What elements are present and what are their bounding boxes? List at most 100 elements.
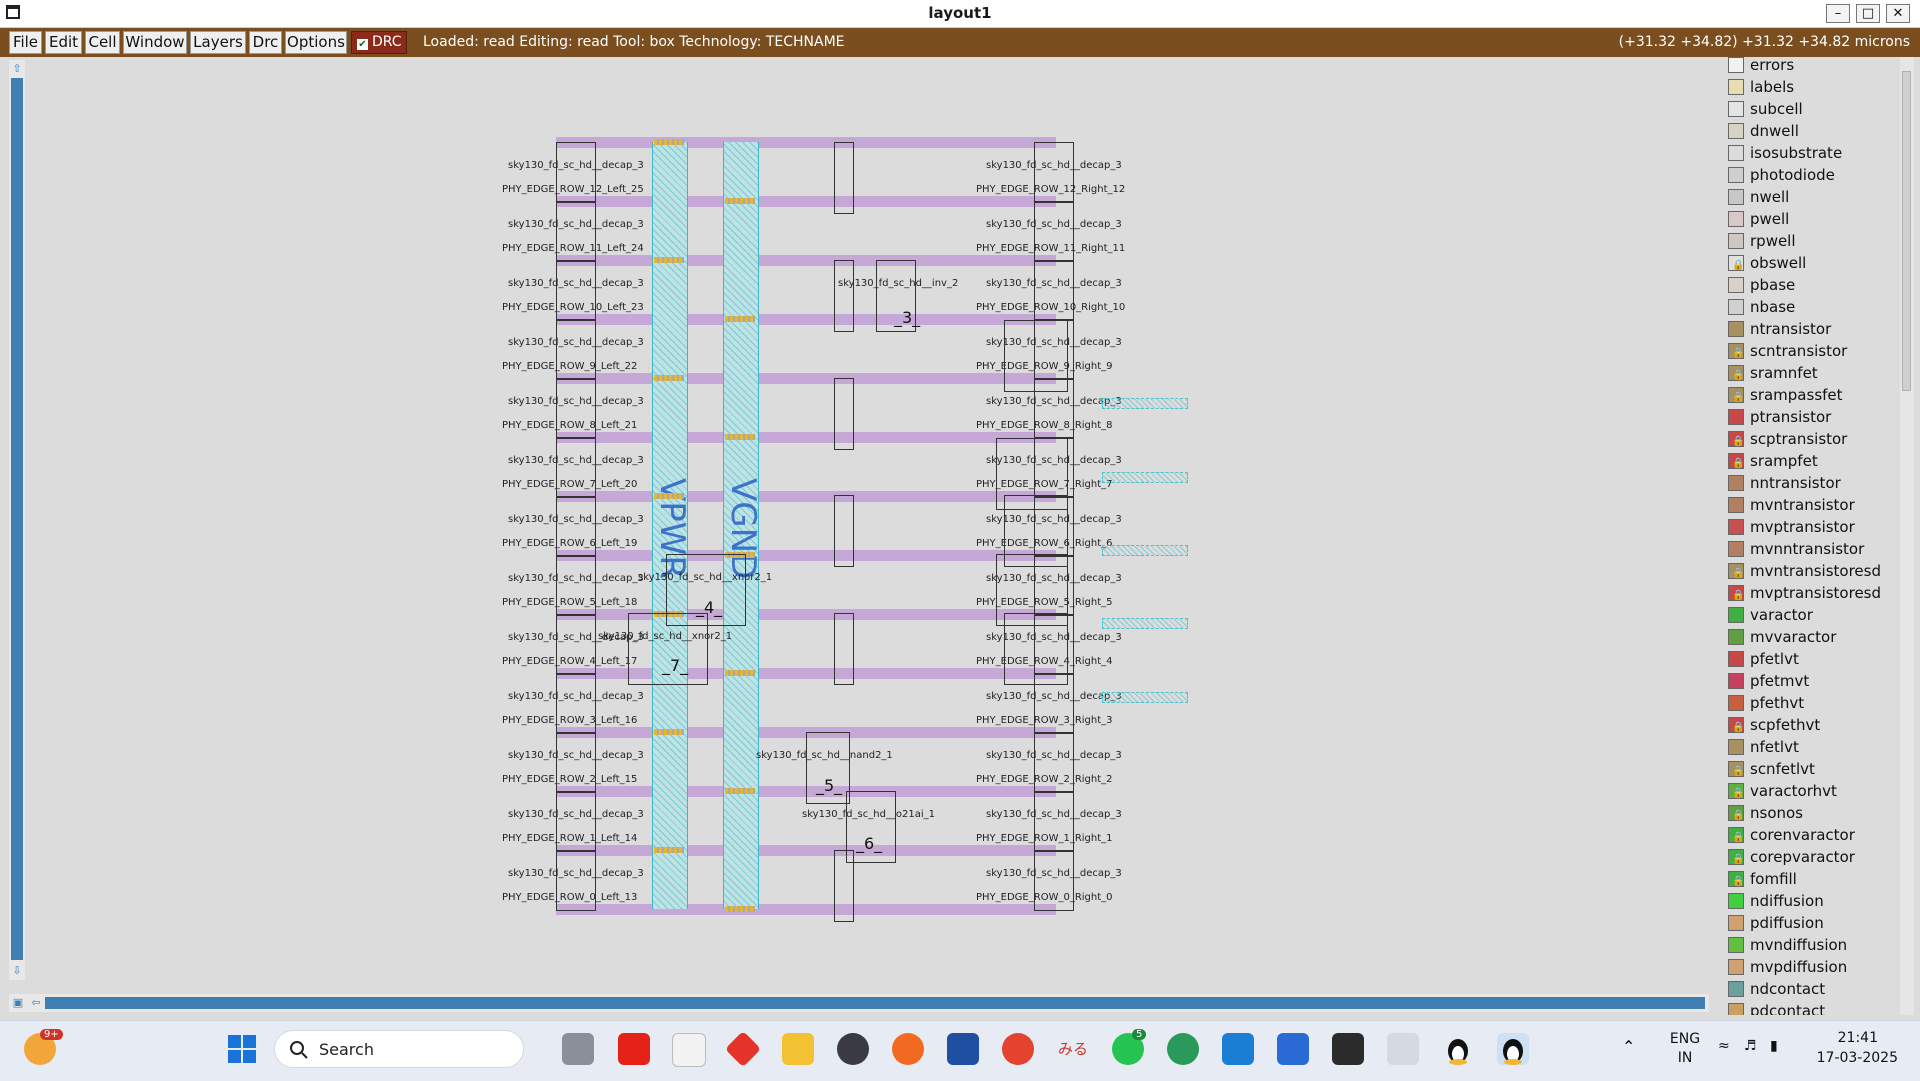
right-edge-cell[interactable] (1034, 614, 1074, 675)
layer-panel-scrollbar[interactable] (1900, 57, 1914, 1015)
minimize-button[interactable]: – (1826, 4, 1850, 23)
logic-cell[interactable] (876, 260, 916, 332)
logic-cell[interactable] (996, 554, 1068, 626)
linux-penguin-active-icon[interactable] (1497, 1033, 1529, 1065)
left-edge-cell[interactable] (556, 378, 596, 439)
io-pin[interactable] (1102, 618, 1188, 629)
prime-video-icon[interactable] (947, 1033, 979, 1065)
right-edge-cell[interactable] (1034, 673, 1074, 734)
io-pin[interactable] (1102, 692, 1188, 703)
scroll-down-icon[interactable]: ⇩ (12, 964, 22, 977)
tray-chevron-icon[interactable]: ⌃ (1622, 1037, 1636, 1056)
battery-icon[interactable]: ▮ (1770, 1038, 1778, 1054)
menu-cell[interactable]: Cell (85, 31, 120, 54)
file-explorer-icon[interactable] (782, 1033, 814, 1065)
horizontal-scroll-thumb[interactable] (45, 997, 1705, 1009)
task-view-icon[interactable] (562, 1033, 594, 1065)
media-player-icon[interactable] (837, 1033, 869, 1065)
left-edge-cell[interactable] (556, 319, 596, 380)
left-edge-cell[interactable] (556, 496, 596, 557)
right-edge-cell[interactable] (1034, 850, 1074, 911)
io-pin[interactable] (1102, 472, 1188, 483)
close-button[interactable]: ✕ (1886, 4, 1910, 23)
youtube-icon[interactable] (618, 1033, 650, 1065)
logic-cell[interactable] (996, 438, 1068, 510)
volume-icon[interactable]: ♬ (1744, 1038, 1757, 1054)
taskbar-search[interactable]: Search (274, 1030, 524, 1068)
layer-swatch-icon (1728, 915, 1744, 931)
wifi-icon[interactable]: ≈ (1718, 1038, 1730, 1054)
menu-edit[interactable]: Edit (45, 31, 82, 54)
horizontal-scrollbar[interactable]: ▣ ⇦ ⇨ (9, 994, 1709, 1012)
logic-cell[interactable] (806, 732, 850, 804)
decap-label-right: sky130_fd_sc_hd__decap_3 (986, 868, 1122, 879)
right-edge-cell[interactable] (1034, 496, 1074, 557)
linux-penguin-icon[interactable] (1442, 1033, 1474, 1065)
right-edge-cell[interactable] (1034, 732, 1074, 793)
logic-cell[interactable] (834, 850, 854, 922)
vertical-scrollbar[interactable]: ⇧ ⇩ (9, 60, 25, 980)
clock-time[interactable]: 21:41 (1837, 1030, 1878, 1046)
logic-cell[interactable] (834, 613, 854, 685)
io-pin[interactable] (1102, 398, 1188, 409)
anime-app-icon[interactable]: みる (1057, 1040, 1088, 1058)
left-edge-cell[interactable] (556, 437, 596, 498)
zoom-box-icon[interactable]: ▣ (12, 996, 24, 1009)
scroll-right-icon[interactable]: ⇨ (1695, 996, 1705, 1009)
vpwr-rail[interactable] (652, 142, 688, 909)
right-edge-cell[interactable] (1034, 142, 1074, 203)
logic-cell[interactable] (834, 260, 854, 332)
vertical-scroll-thumb[interactable] (11, 78, 23, 960)
left-edge-cell[interactable] (556, 850, 596, 911)
notepad-icon[interactable] (1277, 1033, 1309, 1065)
chrome-profile-icon[interactable] (1167, 1033, 1199, 1065)
left-edge-cell[interactable] (556, 555, 596, 616)
menu-options[interactable]: Options (285, 31, 347, 54)
layer-panel-scroll-thumb[interactable] (1902, 71, 1911, 391)
left-edge-cell[interactable] (556, 201, 596, 262)
menu-window[interactable]: Window (123, 31, 187, 54)
logic-cell[interactable] (628, 613, 708, 685)
store-icon[interactable] (672, 1033, 706, 1067)
snipping-tool-icon[interactable] (1387, 1033, 1419, 1065)
crunchyroll-icon[interactable] (892, 1033, 924, 1065)
left-edge-cell[interactable] (556, 614, 596, 675)
logic-cell[interactable] (834, 142, 854, 214)
logic-cell[interactable] (666, 554, 746, 626)
vgnd-rail[interactable] (723, 142, 759, 909)
left-edge-cell[interactable] (556, 732, 596, 793)
clock-date[interactable]: 17-03-2025 (1816, 1050, 1898, 1066)
right-edge-cell[interactable] (1034, 319, 1074, 380)
scroll-left-icon[interactable]: ⇦ (31, 996, 41, 1009)
menu-file[interactable]: File (9, 31, 42, 54)
maximize-button[interactable]: □ (1856, 4, 1880, 23)
right-edge-cell[interactable] (1034, 437, 1074, 498)
io-pin[interactable] (1102, 545, 1188, 556)
menu-layers[interactable]: Layers (190, 31, 246, 54)
start-icon[interactable] (226, 1033, 258, 1065)
menu-drc[interactable]: Drc (249, 31, 282, 54)
logic-cell[interactable] (1004, 613, 1068, 685)
logic-cell[interactable] (1004, 495, 1068, 567)
language-top[interactable]: ENG (1669, 1031, 1701, 1047)
left-edge-cell[interactable] (556, 791, 596, 852)
terminal-icon[interactable] (1332, 1033, 1364, 1065)
scroll-up-icon[interactable]: ⇧ (12, 62, 22, 75)
left-edge-cell[interactable] (556, 142, 596, 203)
right-edge-cell[interactable] (1034, 791, 1074, 852)
right-edge-cell[interactable] (1034, 201, 1074, 262)
right-edge-cell[interactable] (1034, 555, 1074, 616)
logic-cell[interactable] (834, 495, 854, 567)
logic-cell[interactable] (834, 378, 854, 450)
drc-toggle[interactable]: ✔DRC (351, 31, 407, 54)
logic-cell[interactable] (846, 791, 896, 863)
logic-cell[interactable] (1004, 320, 1068, 392)
left-edge-cell[interactable] (556, 260, 596, 321)
chrome-icon[interactable] (1002, 1033, 1034, 1065)
vscode-icon[interactable] (1222, 1033, 1254, 1065)
language-bottom[interactable]: IN (1677, 1050, 1693, 1066)
app-diamond-icon[interactable] (724, 1030, 762, 1068)
left-edge-cell[interactable] (556, 673, 596, 734)
